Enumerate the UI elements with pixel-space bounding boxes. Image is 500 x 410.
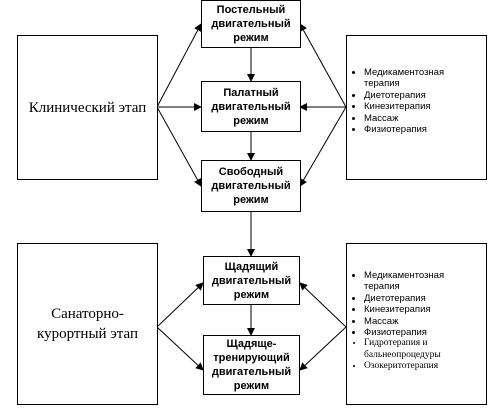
stage-clinical-box: Клинический этап	[17, 35, 158, 180]
mode-bed-box: Постельный двигательный режим	[201, 0, 301, 48]
arrow-list1-to-free	[299, 106, 347, 187]
stage-clinical-label: Клинический этап	[28, 99, 147, 116]
stage-sanatorium-label: Санаторно- курортный этап	[37, 306, 138, 342]
list-item: Кинезитерапия	[364, 304, 482, 315]
list-item: Гидротерапия и бальнеопроцедуры	[364, 338, 482, 361]
mode-free-label: Свободный двигательный режим	[211, 166, 291, 206]
list-item: Кинезитерапия	[364, 101, 482, 112]
mode-ward-box: Палатный двигательный режим	[201, 81, 301, 132]
list-item: Озокеритотерапия	[364, 361, 482, 372]
therapy-list-sanatorium-box: Медикаментозная терапия Диетотерапия Кин…	[346, 243, 487, 405]
list-item: Физиотерапия	[364, 327, 482, 338]
mode-gentle-training-label: Щадяще- тренирующий двигательный режим	[211, 338, 292, 392]
mode-gentle-label: Щадящий двигательный режим	[211, 260, 292, 301]
list-item: Диетотерапия	[364, 90, 482, 101]
arrow-list2-to-training	[299, 326, 347, 371]
list-item: Массаж	[364, 316, 482, 327]
arrow-sanatorium-to-gentle	[156, 282, 204, 328]
therapy-list-clinical-box: Медикаментозная терапия Диетотерапия Кин…	[346, 35, 487, 180]
therapy-list-clinical: Медикаментозная терапия Диетотерапия Кин…	[351, 67, 482, 135]
list-item: Массаж	[364, 113, 482, 124]
stage-sanatorium-box: Санаторно- курортный этап	[17, 243, 158, 405]
therapy-list-sanatorium: Медикаментозная терапия Диетотерапия Кин…	[351, 270, 482, 373]
arrow-clinical-to-free	[156, 106, 202, 187]
list-item: Диетотерапия	[364, 293, 482, 304]
mode-free-box: Свободный двигательный режим	[201, 160, 301, 212]
arrow-sanatorium-to-training	[156, 326, 204, 371]
mode-gentle-training-box: Щадяще- тренирующий двигательный режим	[203, 335, 300, 395]
list-item: Медикаментозная терапия	[364, 67, 482, 90]
arrow-clinical-to-bed	[156, 23, 202, 108]
mode-ward-label: Палатный двигательный режим	[211, 86, 291, 127]
mode-gentle-box: Щадящий двигательный режим	[203, 256, 300, 305]
list-item: Физиотерапия	[364, 124, 482, 135]
list-item: Медикаментозная терапия	[364, 270, 482, 293]
mode-bed-label: Постельный двигательный режим	[211, 4, 291, 44]
arrow-list2-to-gentle	[299, 282, 347, 328]
arrow-list1-to-bed	[299, 23, 347, 108]
